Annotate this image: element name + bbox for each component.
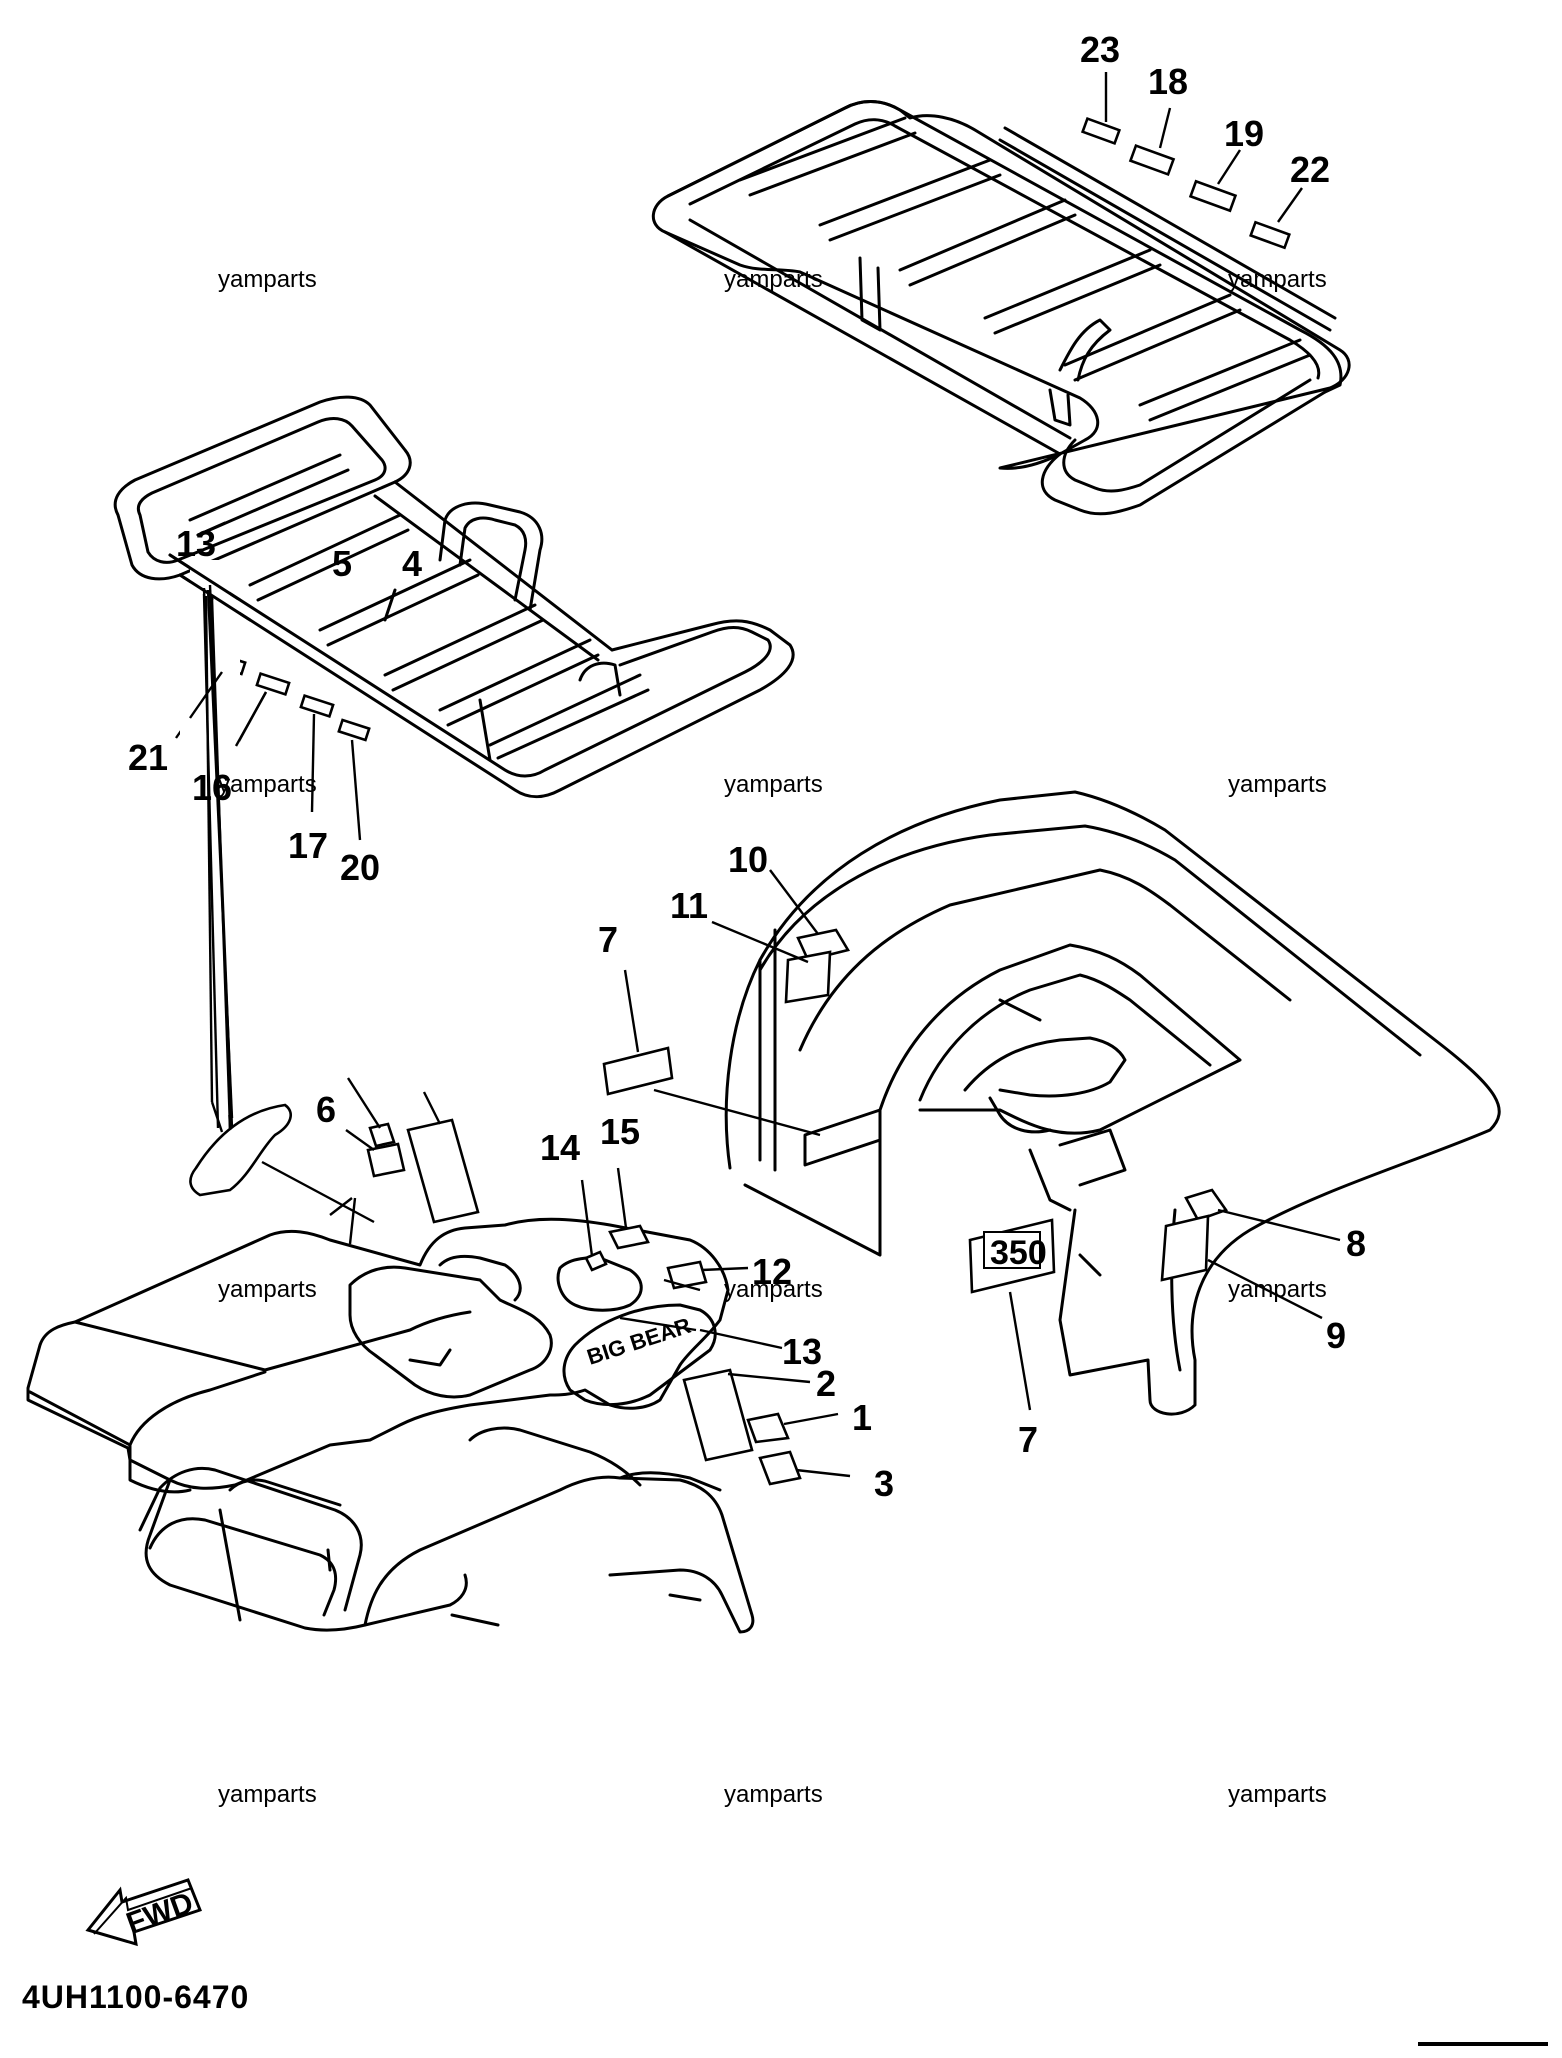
callout-9: 9 xyxy=(1326,1315,1346,1356)
watermark: yamparts xyxy=(1228,1781,1327,1808)
callout-21: 21 xyxy=(128,737,168,778)
badge-350: 350 xyxy=(990,1234,1047,1272)
decal-17 xyxy=(299,694,335,718)
fwd-arrow-icon: FWD xyxy=(85,1878,202,1947)
callout-7-lower: 7 xyxy=(1018,1419,1038,1460)
decal-6 xyxy=(366,1142,406,1178)
decal-2 xyxy=(682,1368,754,1462)
decal-20 xyxy=(337,718,371,742)
callout-13-lower: 13 xyxy=(782,1331,822,1372)
watermark: yamparts xyxy=(218,1781,317,1808)
callout-23: 23 xyxy=(1080,29,1120,70)
decal-10 xyxy=(796,928,851,962)
decal-22 xyxy=(1249,220,1291,250)
decal-4 xyxy=(406,1118,480,1224)
watermarks: yamparts yamparts yamparts yamparts yamp… xyxy=(218,266,1327,1808)
decal-12 xyxy=(666,1260,708,1290)
decal-5 xyxy=(368,1122,396,1148)
callout-numbers: 23 18 19 22 21 16 17 20 10 11 7 13 5 4 6… xyxy=(128,29,1366,1504)
callout-8: 8 xyxy=(1346,1223,1366,1264)
callout-20: 20 xyxy=(340,847,380,888)
callout-5: 5 xyxy=(332,543,352,584)
front-fender-callout-leaders xyxy=(202,584,851,1478)
callout-13-upper: 13 xyxy=(176,523,216,564)
callout-15: 15 xyxy=(600,1111,640,1152)
front-carrier xyxy=(113,395,795,799)
callout-18: 18 xyxy=(1148,61,1188,102)
callout-1: 1 xyxy=(852,1397,872,1438)
decal-16 xyxy=(255,672,291,696)
decal-19 xyxy=(1188,179,1238,213)
callout-19: 19 xyxy=(1224,113,1264,154)
callout-4: 4 xyxy=(402,543,422,584)
front-fender-decals xyxy=(189,571,802,1486)
decal-23 xyxy=(1080,116,1122,146)
decal-1 xyxy=(746,1412,790,1444)
callout-6: 6 xyxy=(316,1089,336,1130)
callout-3: 3 xyxy=(874,1463,894,1504)
watermark: yamparts xyxy=(218,771,317,798)
decal-3 xyxy=(758,1450,802,1486)
callout-16: 16 xyxy=(192,767,232,808)
decal-9 xyxy=(1160,1214,1210,1282)
decal-14 xyxy=(584,1250,608,1272)
rear-carrier xyxy=(651,100,1351,516)
decal-11 xyxy=(784,950,832,1004)
watermark: yamparts xyxy=(1228,771,1327,798)
watermark: yamparts xyxy=(218,1276,317,1303)
decal-7-upper xyxy=(602,1046,674,1096)
watermark: yamparts xyxy=(1228,266,1327,293)
decal-8 xyxy=(1184,1188,1229,1222)
diagram-code: 4UH1100-6470 xyxy=(22,1979,249,2015)
callout-22: 22 xyxy=(1290,149,1330,190)
watermark: yamparts xyxy=(724,266,823,293)
watermark: yamparts xyxy=(724,1781,823,1808)
watermark: yamparts xyxy=(1228,1276,1327,1303)
watermark: yamparts xyxy=(218,266,317,293)
watermark: yamparts xyxy=(724,1276,823,1303)
rear-fender-decals: 350 xyxy=(602,869,1341,1411)
decal-18 xyxy=(1128,143,1176,177)
watermark: yamparts xyxy=(724,771,823,798)
callout-17: 17 xyxy=(288,825,328,866)
front-fender: BIG BEAR xyxy=(26,1217,755,1634)
rear-carrier-decals xyxy=(1080,72,1303,250)
decal-15 xyxy=(608,1224,650,1250)
callout-12: 12 xyxy=(752,1251,792,1292)
callout-2: 2 xyxy=(816,1363,836,1404)
callout-11: 11 xyxy=(670,885,708,926)
rear-fender xyxy=(724,790,1501,1416)
callout-7-upper: 7 xyxy=(598,919,618,960)
callout-10: 10 xyxy=(728,839,768,880)
callout-14: 14 xyxy=(540,1127,580,1168)
